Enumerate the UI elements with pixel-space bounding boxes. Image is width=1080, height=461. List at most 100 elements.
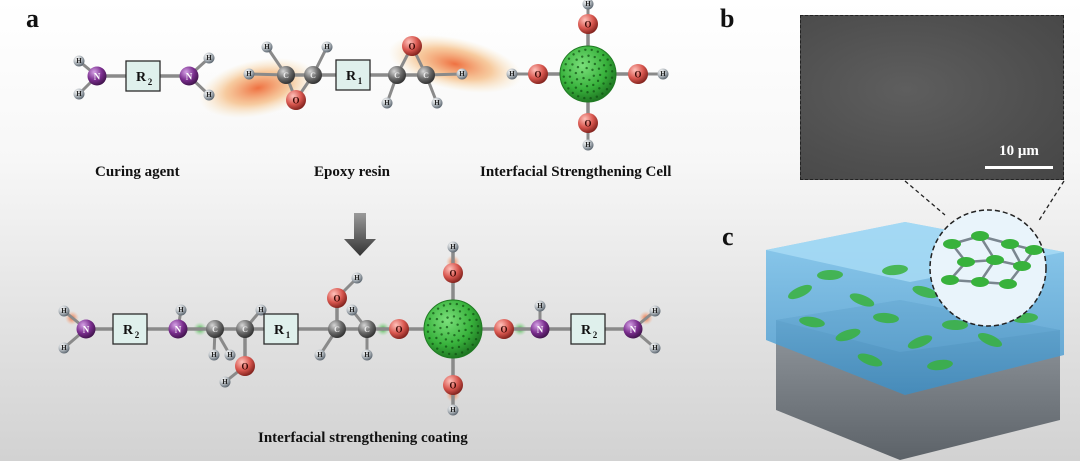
network-node (943, 239, 961, 249)
lattice-dot (595, 95, 599, 98)
r1-group-subscript: 1 (358, 76, 363, 86)
lattice-dot (571, 91, 574, 95)
lattice-dot (598, 87, 601, 90)
lattice-dot (596, 79, 600, 83)
lattice-dot (602, 64, 606, 67)
graphene-sheet (559, 45, 617, 103)
panel-label-b: b (720, 4, 735, 33)
carbon-atom (206, 320, 224, 338)
sem-micrograph: 10 μm (800, 15, 1064, 180)
oxygen-atom (286, 90, 306, 110)
carbon-label: C (364, 325, 370, 334)
lattice-dot (575, 58, 578, 61)
lattice-dot (458, 317, 462, 320)
lattice-dot (583, 96, 586, 100)
lattice-dot (439, 341, 442, 345)
network-node (999, 279, 1017, 289)
hydrogen-label: H (264, 43, 270, 51)
lattice-dot (447, 352, 451, 356)
lattice-dot (567, 57, 571, 60)
caption-coating: Interfacial strengthening coating (258, 430, 468, 446)
graphene-sheet-product (423, 299, 483, 359)
lattice-dot (588, 78, 591, 82)
carbon-label: C (423, 71, 429, 80)
hydrogen-atom (649, 342, 661, 354)
hydrogen-label: H (450, 406, 456, 414)
lattice-dot (572, 53, 575, 56)
zoom-circle (930, 210, 1046, 326)
carbon-atom (358, 320, 376, 338)
lattice-dot (461, 304, 465, 308)
hydrogen-label: H (585, 0, 591, 8)
lattice-dot (564, 81, 567, 85)
hydrogen-atom (649, 305, 661, 317)
lattice-dot (428, 336, 431, 340)
lattice-dot (468, 318, 471, 322)
r1-group-product (263, 313, 299, 345)
hydrogen-label: H (206, 91, 212, 99)
lattice-dot (475, 318, 478, 322)
network-node (986, 255, 1004, 265)
lattice-dot (571, 63, 574, 66)
lattice-dot (441, 350, 445, 354)
hydrogen-label: H (364, 351, 370, 359)
lattice-dot (580, 89, 583, 93)
lattice-dot (562, 75, 565, 78)
graphene-flake (857, 353, 883, 367)
hydrogen-label: H (434, 99, 440, 107)
hydrogen-atom (582, 0, 594, 10)
lattice-dot (428, 317, 432, 321)
graphene-flake (799, 316, 825, 328)
oxygen-atom (494, 319, 514, 339)
caption-curing-agent: Curing agent (95, 164, 180, 180)
graphene-flake (977, 333, 1003, 347)
network-node (971, 231, 989, 241)
nitrogen-atom (168, 319, 188, 339)
graphene-flake (907, 335, 933, 349)
hydrogen-label: H (206, 54, 212, 62)
carbon-label: C (212, 325, 218, 334)
hydrogen-atom (73, 55, 85, 67)
carbon-atom (388, 66, 406, 84)
hydrogen-label: H (324, 43, 330, 51)
oxygen-label: O (584, 119, 591, 129)
lattice-dot (574, 86, 578, 89)
hydrogen-atom (506, 68, 518, 80)
oxygen-atom (578, 113, 598, 133)
r1-group-label: R (346, 69, 357, 84)
scale-bar: 10 μm (985, 143, 1053, 169)
nitrogen-label: N (175, 325, 182, 335)
lattice-dot (450, 340, 454, 343)
nitrogen-label: N (94, 72, 101, 82)
carbon-atom (236, 320, 254, 338)
lattice-dot (610, 76, 614, 79)
hydrogen-atom (203, 89, 215, 101)
lattice-dot (441, 320, 444, 324)
oxygen-label: O (408, 42, 415, 52)
oxygen-label: O (395, 325, 402, 335)
nitrogen-atom (623, 319, 643, 339)
lattice-dot (568, 69, 572, 72)
lattice-dot (564, 62, 567, 66)
lattice-dot (474, 337, 478, 341)
graphene-flake (835, 328, 861, 342)
oxygen-label: O (584, 20, 591, 30)
hydrogen-atom (582, 139, 594, 151)
lattice-dot (576, 95, 580, 98)
hydrogen-atom (203, 52, 215, 64)
nitrogen-atom (530, 319, 550, 339)
hydrogen-label: H (211, 351, 217, 359)
hydrogen-atom (314, 349, 326, 361)
lattice-dot (426, 323, 430, 327)
oxygen-label: O (292, 96, 299, 106)
lattice-dot (467, 308, 470, 311)
network-node (941, 275, 959, 285)
lattice-dot (471, 343, 474, 346)
hydrogen-atom (73, 88, 85, 100)
caption-strengthening-cell: Interfacial Strengthening Cell (480, 164, 672, 180)
lattice-dot (580, 71, 584, 74)
hydrogen-atom (361, 349, 373, 361)
hydrogen-atom (255, 304, 267, 316)
carbon-label: C (242, 325, 248, 334)
r1-group-product-label: R (274, 323, 285, 338)
